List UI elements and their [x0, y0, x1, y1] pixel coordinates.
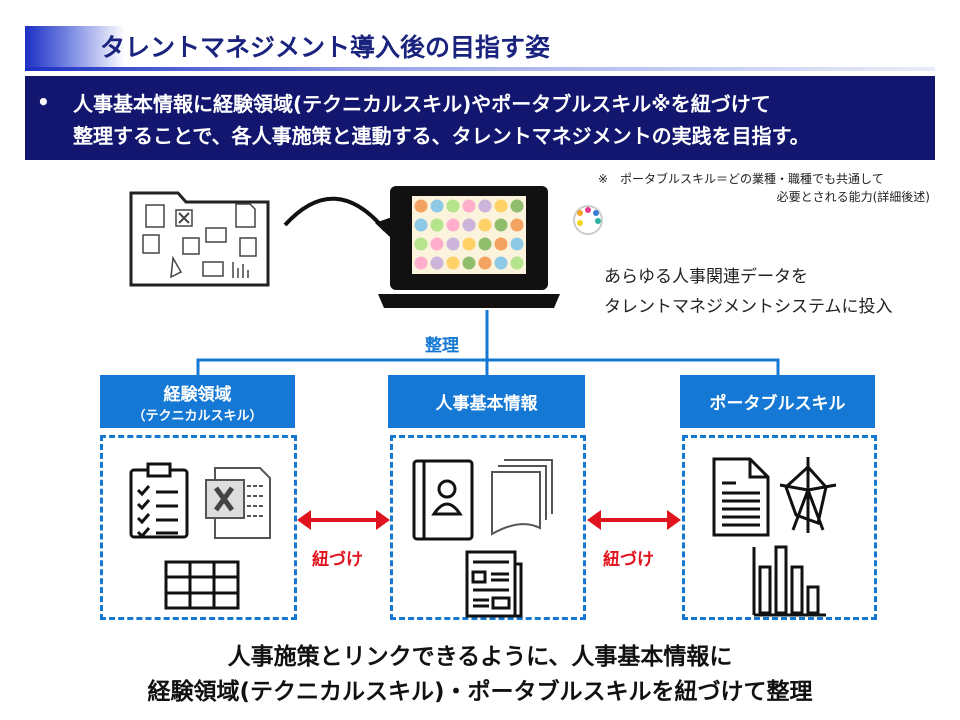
- excel-icon: [205, 467, 271, 539]
- curved-arrow-icon: [283, 196, 392, 237]
- bar-chart-icon: [752, 545, 826, 617]
- avatar-icon: [414, 256, 428, 270]
- avatar-icon: [430, 256, 444, 270]
- avatar-icon: [478, 199, 492, 213]
- avatar-icon: [510, 199, 524, 213]
- address-book-icon: [412, 459, 474, 541]
- avatar-icon: [462, 256, 476, 270]
- lead-line-2: 整理することで、各人事施策と連動する、タレントマネジメントの実践を目指す。: [73, 124, 810, 148]
- avatar-icon: [430, 199, 444, 213]
- documents-stack-icon: [491, 459, 553, 536]
- avatar-icon: [494, 218, 508, 232]
- table-grid-icon: [164, 560, 240, 610]
- avatar-icon: [446, 218, 460, 232]
- avatar-icon: [494, 237, 508, 251]
- lead-box: • 人事基本情報に経験領域(テクニカルスキル)やポータブルスキル※を紐づけて 整…: [25, 76, 935, 160]
- link-label: 紐づけ: [603, 550, 654, 570]
- avatar-icon: [414, 218, 428, 232]
- tree-connector: [196, 310, 780, 375]
- laptop-icon: [378, 186, 560, 308]
- folder-icon: [129, 191, 270, 287]
- summary-line-1: 人事施策とリンクできるように、人事基本情報に: [227, 644, 733, 670]
- palette-icon: [573, 205, 603, 235]
- category-header-technical: 経験領域 （テクニカルスキル）: [100, 375, 295, 428]
- avatar-icon: [414, 237, 428, 251]
- document-icon: [712, 457, 770, 537]
- avatar-icon: [462, 237, 476, 251]
- avatar-icon: [478, 256, 492, 270]
- avatar-icon: [446, 199, 460, 213]
- radar-chart-icon: [779, 457, 837, 533]
- double-arrow-icon: [297, 510, 390, 530]
- avatar-icon: [430, 218, 444, 232]
- avatar-icon: [494, 199, 508, 213]
- avatar-icon: [446, 237, 460, 251]
- newspaper-icon: [465, 550, 523, 618]
- avatar-icon: [446, 256, 460, 270]
- category-title: 経験領域: [163, 384, 232, 405]
- note-line-1: ※ ポータブルスキル＝どの業種・職種でも共通して: [598, 172, 884, 186]
- category-header-portable: ポータブルスキル: [680, 375, 875, 428]
- title-underline: [25, 67, 935, 71]
- avatar-icon: [478, 218, 492, 232]
- page-title: タレントマネジメント導入後の目指す姿: [100, 33, 551, 62]
- category-subtitle: （テクニカルスキル）: [132, 408, 263, 424]
- note-line-2: 必要とされる能力(詳細後述): [776, 190, 930, 204]
- avatar-icon: [478, 237, 492, 251]
- category-header-basic-info: 人事基本情報: [388, 375, 585, 428]
- technical-panel: [100, 435, 297, 620]
- organize-label: 整理: [425, 336, 459, 356]
- title-bar: [25, 26, 935, 68]
- avatar-icon: [510, 256, 524, 270]
- avatar-icon: [510, 218, 524, 232]
- avatar-icon: [462, 218, 476, 232]
- basic-info-panel: [390, 435, 586, 620]
- avatar-icon: [494, 256, 508, 270]
- checklist-icon: [129, 462, 189, 539]
- bullet: •: [37, 90, 50, 114]
- summary-line-2: 経験領域(テクニカルスキル)・ポータブルスキルを紐づけて整理: [147, 679, 813, 705]
- avatar-icon: [462, 199, 476, 213]
- link-label: 紐づけ: [312, 550, 363, 570]
- avatar-icon: [414, 199, 428, 213]
- avatar-icon: [430, 237, 444, 251]
- intro-line-1: あらゆる人事関連データを: [604, 267, 808, 287]
- portable-panel: [682, 435, 877, 620]
- lead-line-1: 人事基本情報に経験領域(テクニカルスキル)やポータブルスキル※を紐づけて: [73, 92, 771, 116]
- avatar-icon: [510, 237, 524, 251]
- intro-line-2: タレントマネジメントシステムに投入: [604, 297, 893, 317]
- double-arrow-icon: [587, 510, 681, 530]
